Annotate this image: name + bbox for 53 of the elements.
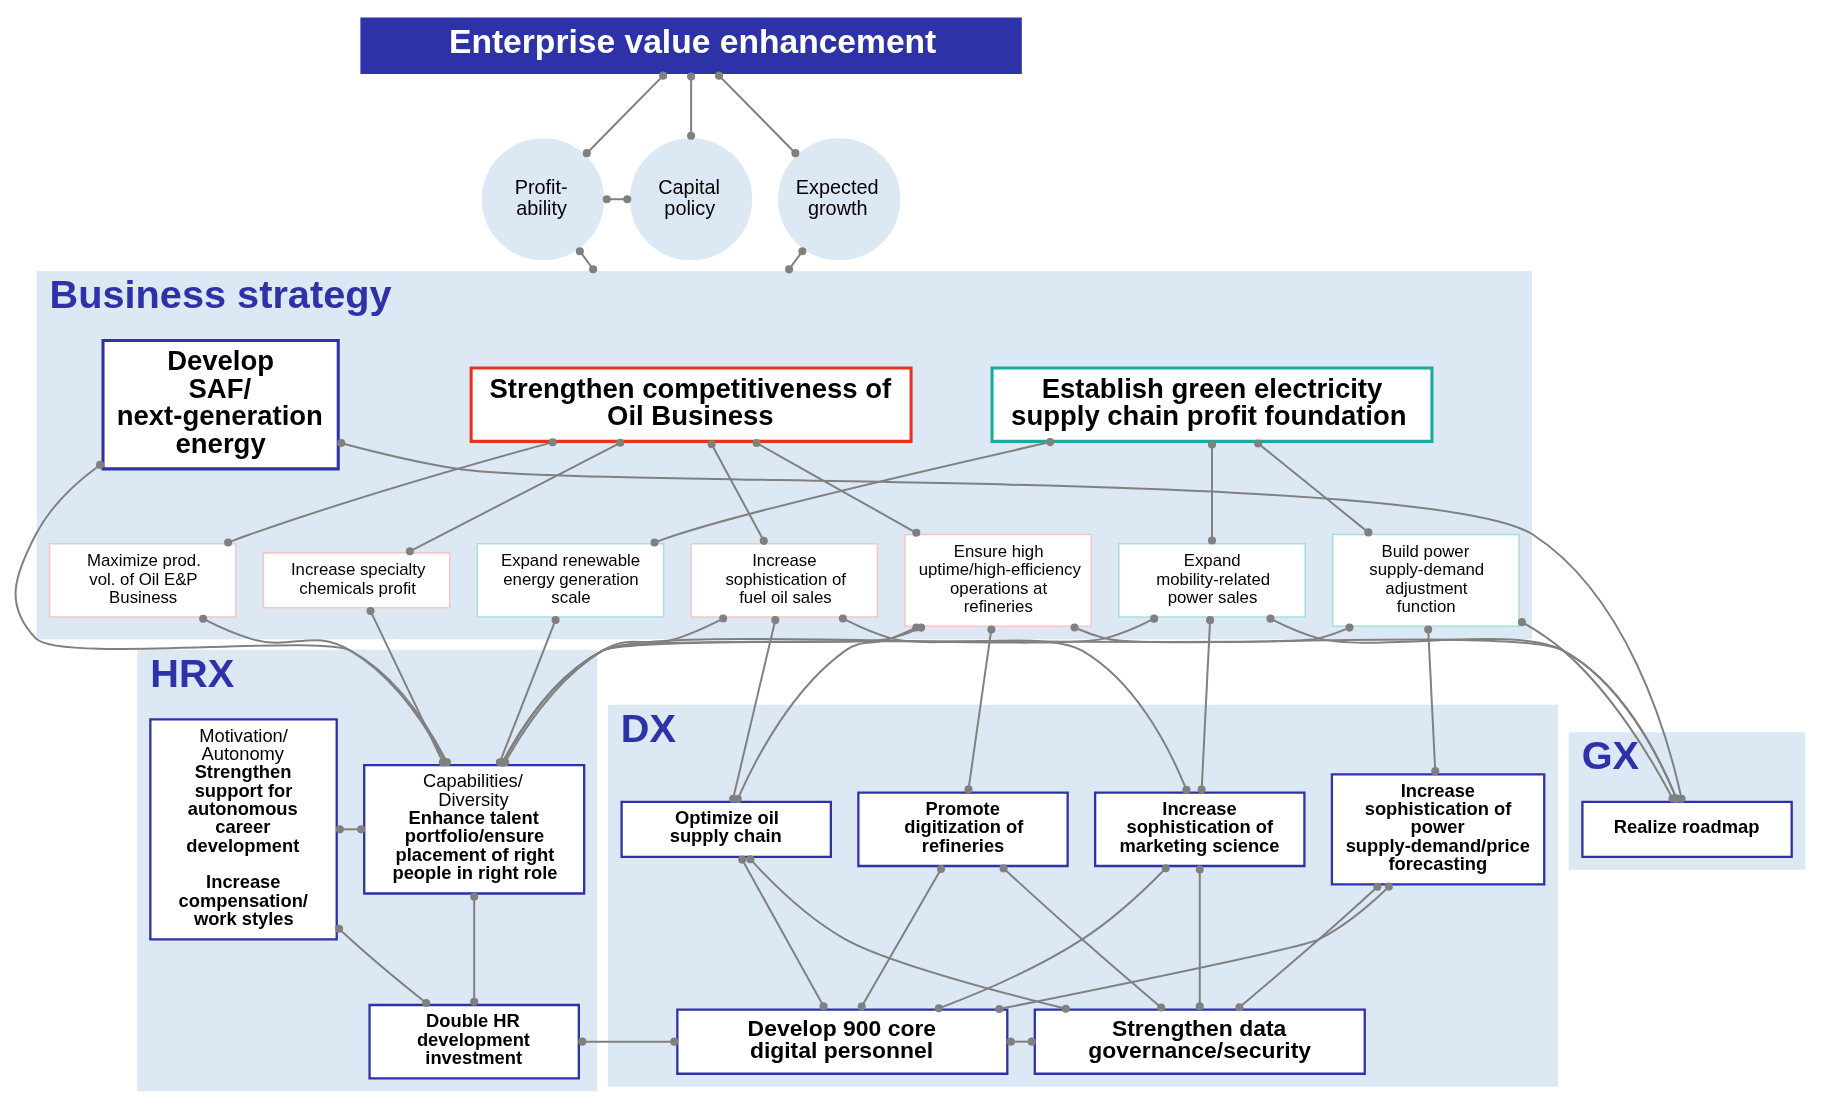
connector — [577, 1037, 678, 1046]
connector — [752, 438, 920, 537]
connector — [838, 613, 1190, 794]
connector — [857, 864, 945, 1011]
node-circle: Expected growth — [777, 137, 900, 260]
connector — [934, 863, 1170, 1012]
connector — [999, 863, 1165, 1012]
node-box: Strengthen competitiveness of Oil Business — [469, 366, 913, 443]
node-box: Maximize prod. vol. of Oil E&P Business — [48, 542, 237, 618]
node-box: Expand renewable energy generation scale — [476, 542, 664, 618]
node-box: Develop 900 core digital personnel — [675, 1007, 1008, 1075]
node-box: Develop SAF/ next-generation energy — [100, 338, 340, 470]
node-box: Promote digitization of refineries — [856, 791, 1069, 867]
connector — [1197, 615, 1214, 794]
connector — [1253, 438, 1372, 536]
node-box: Realize roadmap — [1580, 800, 1793, 858]
node-box: Optimize oil supply chain — [619, 800, 832, 858]
node-box: Capabilities/ Diversity Enhance talent portfolio/ensure placement of right people in right role — [362, 763, 585, 895]
connector — [334, 924, 430, 1007]
connector — [994, 882, 1393, 1013]
connector — [469, 892, 478, 1006]
node-box: Strengthen data governance/security — [1033, 1007, 1366, 1075]
node-box: Increase sophistication of power supply-demand/price forecasting — [1330, 772, 1545, 885]
connector — [737, 855, 828, 1010]
connector — [745, 854, 1070, 1013]
connector — [686, 71, 695, 140]
node-box: Ensure high uptime/high-efficiency operations at refineries — [903, 533, 1092, 627]
node-box: Establish green electricity supply chain profit foundation — [990, 366, 1433, 443]
connector — [707, 439, 768, 545]
node-box: Increase sophistication of marketing science — [1093, 791, 1306, 867]
connector — [1234, 882, 1381, 1011]
connector — [963, 624, 995, 793]
node-box: Increase sophistication of fuel oil sales — [689, 542, 878, 618]
connector — [405, 438, 624, 555]
connector — [1207, 440, 1216, 545]
connector — [784, 246, 806, 273]
node-box: Increase specialty chemicals profit — [262, 551, 450, 609]
node-circle: Profit- ability — [481, 137, 604, 260]
connector — [1006, 1037, 1036, 1046]
connector — [223, 437, 557, 547]
connector — [335, 824, 365, 833]
node-box: Motivation/ Autonomy Strengthen support for autonomous career development Increase compensation/ work styles — [148, 717, 338, 940]
connector — [1423, 624, 1439, 775]
connector — [650, 437, 1054, 547]
node-box: Enterprise value enhancement — [359, 16, 1022, 74]
connector — [714, 71, 799, 157]
node-box: Build power supply-demand adjustment function — [1331, 533, 1520, 627]
node-box: Expand mobility-related power sales — [1117, 542, 1306, 618]
node-box: Double HR development investment — [367, 1003, 580, 1079]
node-circle: Capital policy — [629, 137, 752, 260]
connector — [575, 246, 597, 273]
connector — [1195, 864, 1204, 1010]
connector — [582, 71, 667, 157]
